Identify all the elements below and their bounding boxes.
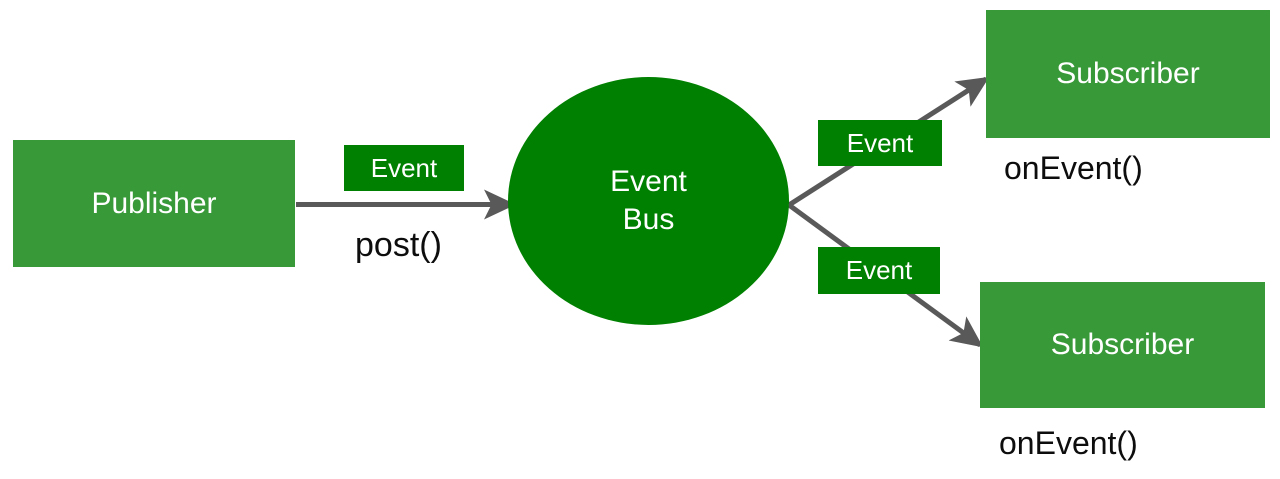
badge-event-subscriber-bottom-label: Event [845,255,913,285]
caption-onevent-bottom: onEvent() [999,425,1138,462]
badge-event-post-label: Event [370,152,438,183]
node-event-bus[interactable]: Event Bus [508,77,789,325]
caption-onevent-bottom-label: onEvent() [999,425,1138,461]
caption-post: post() [355,226,442,265]
badge-event-subscriber-top: Event [818,120,942,166]
badge-event-post: Event [344,145,464,191]
node-subscriber-bottom[interactable]: Subscriber [980,282,1265,408]
node-event-bus-label-line1: Event [610,164,687,198]
caption-onevent-top: onEvent() [1004,150,1143,187]
node-event-bus-label-line2: Bus [622,203,675,236]
node-subscriber-top-label: Subscriber [1056,57,1200,90]
caption-post-label: post() [355,226,442,264]
caption-onevent-top-label: onEvent() [1004,150,1143,186]
badge-event-subscriber-bottom: Event [818,247,940,294]
badge-event-subscriber-top-label: Event [846,127,914,158]
node-publisher-label: Publisher [91,186,217,220]
node-subscriber-bottom-label: Subscriber [1050,328,1195,361]
node-subscriber-top[interactable]: Subscriber [986,10,1270,138]
node-publisher[interactable]: Publisher [13,140,295,267]
